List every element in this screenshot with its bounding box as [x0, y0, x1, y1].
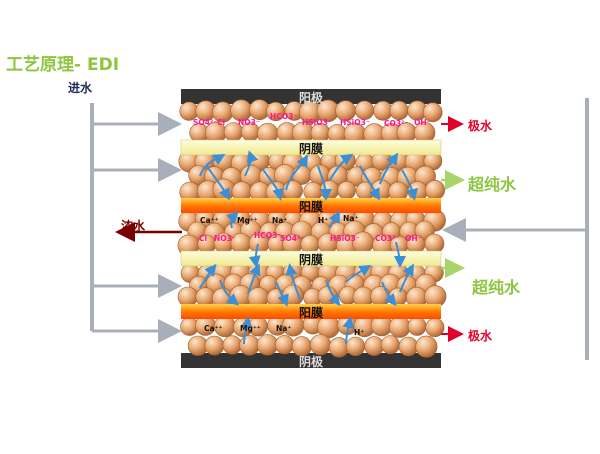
pure-water-label-2: 超纯水: [472, 278, 521, 297]
ion-labels-mid-lower: Cl NO3⁻ HCO3⁻ SO4²⁻ HSiO3⁻ CO3²⁻ OH⁻: [199, 231, 422, 243]
ion-label: HSiO3⁻: [340, 118, 370, 127]
resin-bead: [380, 335, 400, 355]
resin-bead: [195, 287, 216, 307]
diagram-title: 工艺原理- EDI: [6, 55, 120, 75]
cation-membrane-1: [181, 198, 441, 213]
resin-bead: [204, 335, 225, 356]
resin-bead: [415, 335, 438, 358]
ion-label: SO4²⁻: [280, 234, 304, 243]
resin-bead: [424, 285, 447, 308]
electrode-water-label-bottom: 极水: [468, 329, 493, 343]
ion-label: Mg⁺⁺: [237, 216, 258, 225]
ion-label: Cl⁻: [217, 118, 229, 127]
cathode-plate: [181, 353, 441, 368]
resin-bead: [309, 334, 331, 356]
ion-label: HCO3⁻: [270, 112, 297, 121]
pure-water-label-1: 超纯水: [468, 175, 517, 194]
ion-label: SO4²⁻: [193, 118, 217, 127]
resin-bead: [222, 335, 242, 355]
ion-label: HSiO3⁻: [302, 118, 332, 127]
ion-label: Mg⁺⁺: [240, 324, 261, 333]
anode-plate: [181, 89, 441, 104]
resin-bead: [256, 334, 279, 356]
resin-bead: [388, 287, 408, 307]
ion-label: HSiO3⁻: [330, 234, 360, 243]
ion-label: CO3²⁻: [375, 234, 399, 243]
resin-bead: [389, 100, 409, 121]
resin-bead: [364, 336, 385, 356]
cation-membrane-label-2: 阳膜: [298, 306, 323, 320]
ion-label: HCO3⁻: [254, 231, 281, 240]
ion-label: NO3⁻: [238, 118, 260, 127]
anion-membrane-2: [180, 250, 442, 267]
ion-label: OH⁻: [414, 118, 431, 127]
resin-beads: [177, 99, 447, 358]
ion-label: CO3²⁻: [384, 119, 408, 128]
right-manifold: [442, 98, 589, 360]
resin-bead: [424, 233, 445, 254]
resin-bead: [354, 100, 375, 120]
anion-membrane-1: [180, 139, 442, 156]
ion-labels-bottom: Ca⁺⁺ Mg⁺⁺ Na⁺ H⁺: [204, 324, 364, 337]
ion-label: Na⁺: [343, 214, 358, 223]
cation-membrane-2: [181, 304, 441, 319]
ion-label: H⁺: [354, 328, 364, 337]
ion-label: NO3⁻: [214, 234, 236, 243]
resin-bead: [422, 102, 443, 123]
inlet-manifold: [90, 103, 182, 343]
resin-bead: [345, 336, 366, 357]
resin-bead: [177, 286, 198, 307]
ion-label: Ca⁺⁺: [204, 324, 223, 333]
ion-label: H⁺: [318, 216, 328, 225]
cathode-label: 阴极: [298, 355, 323, 369]
resin-bead: [424, 180, 445, 201]
resin-bead: [398, 336, 419, 357]
anion-membrane-label-1: 阴膜: [298, 142, 323, 156]
cation-membrane-label-1: 阳膜: [298, 200, 323, 214]
resin-bead: [370, 286, 391, 307]
ion-flow-curves: [199, 150, 419, 345]
ion-labels-mid-upper: Ca⁺⁺ Mg⁺⁺ Na⁺ H⁺ Na⁺: [200, 214, 358, 225]
resin-bead: [239, 334, 260, 356]
resin-bead: [337, 181, 356, 200]
anion-membrane-label-2: 阴膜: [298, 253, 323, 267]
anode-label: 阳极: [298, 91, 323, 105]
electrode-water-label-top: 极水: [468, 119, 493, 133]
resin-bead: [407, 316, 427, 336]
resin-bead: [274, 335, 295, 355]
ion-label: OH⁻: [405, 234, 422, 243]
inlet-label: 进水: [68, 81, 93, 95]
ion-label: Ca⁺⁺: [200, 216, 219, 225]
resin-bead: [388, 316, 411, 338]
ion-label: Na⁺: [276, 324, 291, 333]
concentrate-label: 浓水: [121, 219, 146, 233]
ion-labels-top: SO4²⁻ Cl⁻ NO3⁻ HCO3⁻ HSiO3⁻ HSiO3⁻ CO3²⁻…: [193, 112, 431, 128]
ion-label: Cl: [199, 234, 207, 243]
ion-label: Na⁺: [272, 216, 287, 225]
